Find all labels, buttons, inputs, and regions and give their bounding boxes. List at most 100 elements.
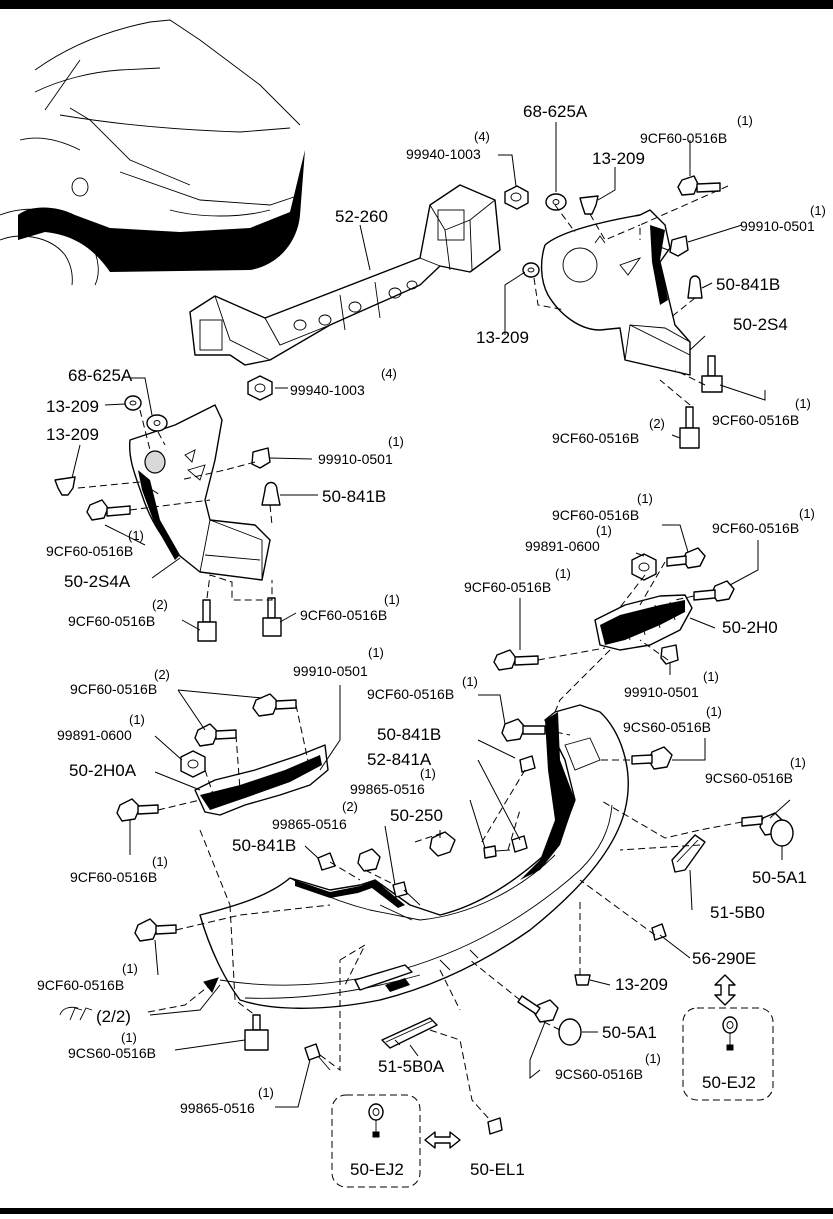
nut-99940-1003-lower <box>247 375 273 401</box>
part-label: 99865-0516 <box>272 816 347 832</box>
part-label: 99910-0501 <box>293 663 368 679</box>
double-arrow-icon <box>714 974 736 1006</box>
cap-50-5a1-bottom <box>558 1018 582 1046</box>
part-label: 50-2S4 <box>733 315 788 334</box>
part-label: 13-209 <box>46 397 99 416</box>
cap-50-5a1-right <box>770 819 794 847</box>
part-label: 9CS60-0516B <box>705 770 793 786</box>
part-label: 9CF60-0516B <box>300 607 387 623</box>
reflector-51-5b0a <box>381 1017 438 1049</box>
label-qty: (1) <box>706 704 722 719</box>
grommet-50-841b-right <box>687 275 703 299</box>
part-label: 56-290E <box>692 949 756 968</box>
part-label: 50-841B <box>716 275 780 294</box>
bolt-9cs60-bottom-right <box>517 995 559 1023</box>
label-qty: (1) <box>121 1030 137 1045</box>
bolt-9cf60-holder-a <box>666 547 706 569</box>
nut-50-841b-fascia-c <box>357 848 381 872</box>
part-label: 50-EJ2 <box>350 1160 404 1179</box>
part-label: 9CF60-0516B <box>367 686 454 702</box>
bolt-9cf60-right-vert <box>701 355 723 393</box>
part-labels: (4) 99940-1003 68-625A (1) 9CF60-0516B 1… <box>37 102 826 1179</box>
washer-99891-0600-right <box>631 553 657 581</box>
double-arrow-icon <box>424 1131 461 1149</box>
part-label: 13-209 <box>615 975 668 994</box>
part-label: 9CF60-0516B <box>68 613 155 629</box>
part-label: 50-EJ2 <box>702 1073 756 1092</box>
bolt-9cf60-right-lower <box>679 406 700 449</box>
clip-13-209-right-top <box>579 195 599 215</box>
label-qty: (1) <box>703 669 719 684</box>
clip-56-290e <box>651 923 667 941</box>
label-qty: (1) <box>258 1085 274 1100</box>
bolt-9cf60-right-top <box>677 175 721 196</box>
part-label: 9CF60-0516B <box>70 681 157 697</box>
bumper-holder-50-2h0a <box>194 744 329 816</box>
clip-13-209-left-top <box>124 395 142 411</box>
bumper-reinforcement-52-260 <box>189 184 501 366</box>
bolt-9cf60-holder-c <box>493 649 539 671</box>
part-label: 9CF60-0516B <box>37 977 124 993</box>
part-label: 99910-0501 <box>318 451 393 467</box>
bolt-9cs60-bottom-left <box>244 1014 269 1051</box>
part-label: 99940-1003 <box>406 146 481 162</box>
label-qty: (1) <box>462 674 478 689</box>
bolt-9cf60-left-vert-b <box>262 597 282 637</box>
part-label: 9CF60-0516B <box>712 412 799 428</box>
part-label: 9CF60-0516B <box>46 543 133 559</box>
part-label: 9CS60-0516B <box>623 719 711 735</box>
bolt-9cf60-left-vert-a <box>197 599 217 642</box>
label-qty: (1) <box>388 434 404 449</box>
part-label: 68-625A <box>68 366 133 385</box>
clip-13-209-right-mid <box>522 262 540 278</box>
grommet-50-841b-fascia-b <box>317 852 336 871</box>
ground-terminal-icon <box>368 1103 384 1138</box>
grommet-50-841b-left <box>261 481 281 506</box>
part-label: 51-5B0 <box>710 903 765 922</box>
label-qty: (1) <box>645 1051 661 1066</box>
label-qty: (1) <box>129 712 145 727</box>
ground-terminal-box-left <box>331 1094 421 1188</box>
bumper-bracket-50-2s4 <box>540 209 691 376</box>
vehicle-outline <box>0 19 305 286</box>
part-label: 9CF60-0516B <box>552 430 639 446</box>
label-qty: (1) <box>596 523 612 538</box>
bolt-9cf60-holder-b <box>693 580 735 602</box>
bolt-9cf60-left-horiz <box>86 499 131 521</box>
bolt-9cf60-fascia-right <box>501 718 546 742</box>
part-label: 51-5B0A <box>378 1057 445 1076</box>
label-qty: (1) <box>790 755 806 770</box>
grommet-50-841b-fascia-a <box>519 755 536 773</box>
ground-terminal-box-right <box>682 1007 774 1101</box>
part-label: 13-209 <box>46 425 99 444</box>
label-qty: (2) <box>152 597 168 612</box>
label-qty: (4) <box>474 129 490 144</box>
part-label: 50-EL1 <box>470 1160 525 1179</box>
washer-68-625a-right <box>545 193 567 211</box>
part-label: 99910-0501 <box>624 684 699 700</box>
label-qty: (1) <box>384 592 400 607</box>
bottom-border <box>0 1208 833 1214</box>
bolt-9cf60-2h0a-a <box>252 693 297 717</box>
part-label: 50-5A1 <box>602 1023 657 1042</box>
label-qty: (1) <box>795 396 811 411</box>
ground-terminal-icon <box>722 1016 738 1051</box>
part-label: 50-841B <box>322 487 386 506</box>
clip-13-209-left-mid <box>54 476 76 496</box>
washer-68-625a-left <box>146 414 168 432</box>
reference-arrow-icon <box>59 977 219 1021</box>
part-label: 9CF60-0516B <box>464 579 551 595</box>
screw-99865-0516-bottom <box>304 1043 331 1071</box>
part-label: 99865-0516 <box>180 1100 255 1116</box>
clip-52-841a <box>511 835 528 853</box>
reference-page-label: (2/2) <box>96 1007 131 1026</box>
leader-lines <box>71 122 791 1108</box>
part-label: 13-209 <box>476 328 529 347</box>
part-label: 50-2H0A <box>69 761 137 780</box>
label-qty: (4) <box>381 366 397 381</box>
part-label: 9CS60-0516B <box>68 1045 156 1061</box>
part-label: 50-250 <box>390 806 443 825</box>
label-qty: (1) <box>555 566 571 581</box>
